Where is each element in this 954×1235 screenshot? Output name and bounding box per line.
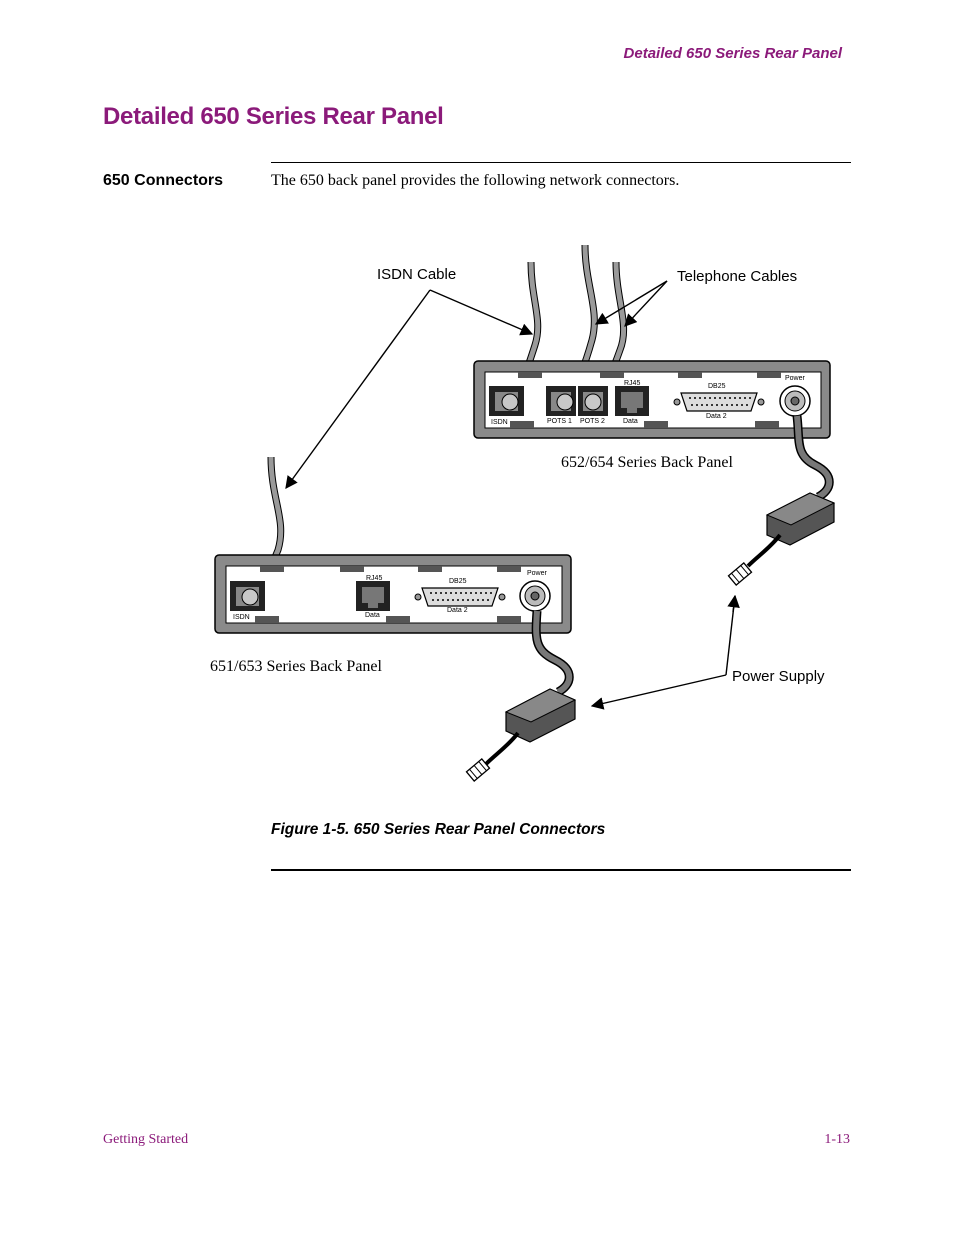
running-header: Detailed 650 Series Rear Panel bbox=[623, 45, 842, 62]
db25-connector bbox=[673, 392, 765, 412]
caption-651-653: 651/653 Series Back Panel bbox=[210, 658, 383, 675]
bottom-rule bbox=[271, 869, 851, 871]
panel-651-653: ISDN RJ45 Data DB25 Data 2 Power bbox=[214, 554, 572, 634]
label-db25: DB25 bbox=[708, 383, 726, 390]
label-data2: Data 2 bbox=[447, 607, 468, 614]
callout-telephone-cables: Telephone Cables bbox=[677, 268, 797, 285]
label-data: Data bbox=[365, 612, 380, 619]
top-rule bbox=[271, 162, 851, 163]
label-rj45: RJ45 bbox=[366, 575, 382, 582]
rj45-jack bbox=[356, 581, 390, 611]
figure-caption: Figure 1-5. 650 Series Rear Panel Connec… bbox=[271, 821, 606, 838]
db25-connector bbox=[414, 587, 506, 607]
pots2-jack bbox=[578, 386, 608, 416]
power-supply-lower bbox=[465, 610, 577, 782]
section-heading: 650 Connectors bbox=[103, 172, 224, 189]
label-isdn: ISDN bbox=[233, 614, 250, 621]
callout-arrows bbox=[285, 280, 740, 710]
caption-652-654: 652/654 Series Back Panel bbox=[561, 454, 734, 471]
pots1-jack bbox=[546, 386, 576, 416]
footer-page-number: 1-13 bbox=[824, 1132, 850, 1147]
rj45-jack bbox=[615, 386, 649, 416]
label-data2: Data 2 bbox=[706, 413, 727, 420]
callout-power-supply: Power Supply bbox=[732, 668, 825, 685]
isdn-jack bbox=[489, 386, 524, 416]
footer-chapter: Getting Started bbox=[103, 1132, 189, 1147]
section-text: The 650 back panel provides the followin… bbox=[271, 172, 680, 189]
label-isdn: ISDN bbox=[491, 419, 508, 426]
power-supply-upper bbox=[727, 415, 836, 586]
power-connector bbox=[779, 385, 811, 417]
label-pots1: POTS 1 bbox=[547, 418, 572, 425]
panel-652-654: ISDN POTS 1 POTS 2 RJ45 Data DB25 Data 2… bbox=[473, 360, 831, 439]
page-title: Detailed 650 Series Rear Panel bbox=[103, 103, 444, 130]
label-db25: DB25 bbox=[449, 578, 467, 585]
label-power: Power bbox=[527, 570, 548, 577]
label-data: Data bbox=[623, 418, 638, 425]
label-power: Power bbox=[785, 375, 806, 382]
callout-isdn-cable: ISDN Cable bbox=[377, 266, 456, 283]
isdn-jack bbox=[230, 581, 265, 611]
power-connector bbox=[519, 580, 551, 612]
label-pots2: POTS 2 bbox=[580, 418, 605, 425]
label-rj45: RJ45 bbox=[624, 380, 640, 387]
